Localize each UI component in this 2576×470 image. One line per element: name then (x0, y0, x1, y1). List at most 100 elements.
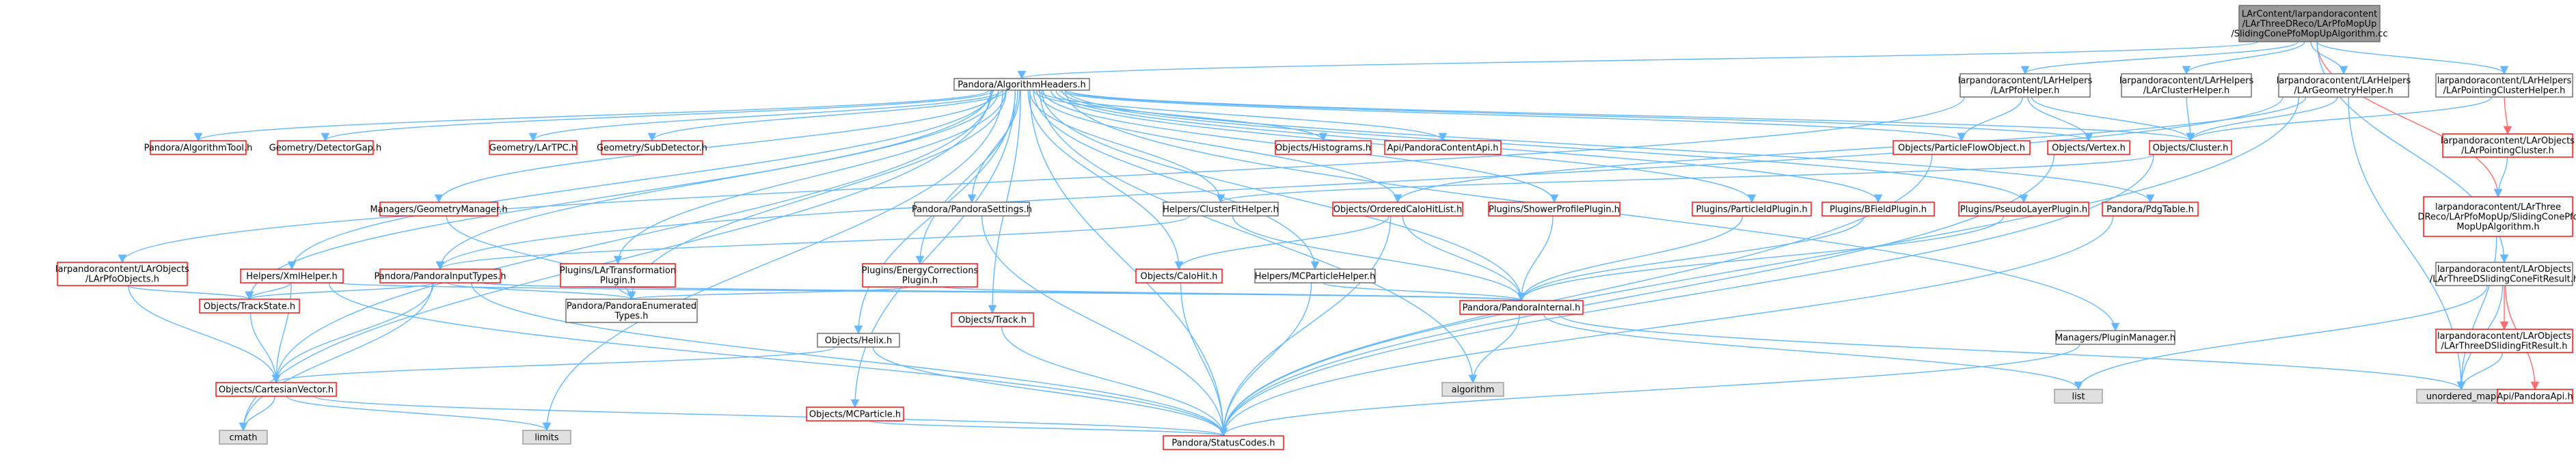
node-label-pandoraapi-0: Api/PandoraApi.h (2497, 391, 2573, 402)
node-label-limits-0: limits (534, 432, 559, 443)
edge-algheaders-to-subdet (647, 89, 1008, 142)
edge-cartvec-to-statuscodes (313, 396, 1228, 437)
node-pluginmgr[interactable]: Managers/PluginManager.h (2055, 330, 2175, 345)
node-box-list (2054, 389, 2103, 404)
edge-pfohelper-to-cluster (2031, 96, 2195, 142)
node-mcparticle[interactable]: Objects/MCParticle.h (806, 406, 904, 421)
edge-settings-to-statuscodes (981, 215, 1228, 437)
node-label-slidingconealg-0: larpandoracontent/LArThree (2435, 202, 2561, 212)
edge-orderedcalo-to-statuscodes (1219, 215, 1392, 437)
edge-pfoobjects-to-cartvec (128, 285, 281, 384)
edge-track-to-statuscodes (1001, 326, 1228, 437)
node-pointclushelper[interactable]: larpandoracontent/LArHelpers/LArPointing… (2435, 73, 2573, 98)
node-clusterhelper[interactable]: larpandoracontent/LArHelpers/LArClusterH… (2119, 73, 2254, 98)
node-box-algheaders (953, 78, 1090, 91)
edge-xmlhelper-to-cartvec (271, 282, 292, 384)
node-label-slidingfit-0: larpandoracontent/LArObjects (2437, 331, 2571, 342)
node-lartpc[interactable]: Geometry/LArTPC.h (489, 140, 578, 155)
edge-algheaders-to-statuscodes (1029, 89, 1228, 437)
node-box-subdet (601, 140, 703, 155)
node-calohit[interactable]: Objects/CaloHit.h (1135, 268, 1223, 284)
node-box-inputtypes (379, 268, 501, 284)
node-cluster[interactable]: Objects/Cluster.h (2149, 140, 2232, 155)
node-box-cluster (2149, 140, 2232, 155)
node-algtool[interactable]: Pandora/AlgorithmTool.h (144, 140, 253, 155)
node-pidplugin[interactable]: Plugins/ParticleIdPlugin.h (1692, 202, 1812, 217)
node-internal[interactable]: Pandora/PandoraInternal.h (1459, 300, 1584, 315)
node-track[interactable]: Objects/Track.h (951, 312, 1034, 327)
edge-cartvec-to-cmath (239, 396, 275, 432)
edge-pseudolayer-to-internal (1517, 215, 2005, 302)
node-box-orderedcalo (1332, 202, 1463, 217)
edge-orderedcalo-to-internal (1402, 215, 1526, 302)
node-statuscodes[interactable]: Pandora/StatusCodes.h (1163, 435, 1284, 450)
node-label-slidingfit-1: /LArThreeDSlidingFitResult.h (2441, 342, 2567, 352)
node-contentapi[interactable]: Api/PandoraContentApi.h (1384, 140, 1502, 155)
node-label-root-2: /SlidingConePfoMopUpAlgorithm.cc (2231, 29, 2387, 39)
node-label-transplugin-1: Plugin.h (600, 276, 636, 286)
node-label-energycorr-1: Plugin.h (902, 276, 938, 286)
node-slidingconefit[interactable]: larpandoracontent/LArObjects/LArThreeDSl… (2430, 262, 2576, 286)
edge-cartvec-to-limits (286, 396, 552, 432)
node-label-slidingconefit-1: /LArThreeDSlidingConeFitResult.h (2430, 275, 2576, 285)
node-pseudolayer[interactable]: Plugins/PseudoLayerPlugin.h (1958, 202, 2089, 217)
edge-inputtypes-to-statuscodes (471, 282, 1228, 437)
node-label-cluster-0: Objects/Cluster.h (2153, 143, 2229, 153)
node-list: list (2054, 389, 2103, 404)
node-cartvec[interactable]: Objects/CartesianVector.h (215, 382, 337, 397)
node-algheaders[interactable]: Pandora/AlgorithmHeaders.h (953, 78, 1090, 91)
node-label-pfohelper-1: /LArPfoHelper.h (1991, 86, 2060, 96)
node-detgap[interactable]: Geometry/DetectorGap.h (269, 140, 382, 155)
node-limits: limits (522, 430, 571, 445)
node-pfohelper[interactable]: larpandoracontent/LArHelpers/LArPfoHelpe… (1958, 73, 2093, 98)
node-label-clusfithelper-0: Helpers/ClusterFitHelper.h (1163, 204, 1279, 215)
node-orderedcalo[interactable]: Objects/OrderedCaloHitList.h (1332, 202, 1463, 217)
node-slidingfit[interactable]: larpandoracontent/LArObjects/LArThreeDSl… (2435, 329, 2573, 353)
node-bfield[interactable]: Plugins/BFieldPlugin.h (1821, 202, 1935, 217)
node-pandoraapi[interactable]: Api/PandoraApi.h (2497, 389, 2573, 404)
node-box-pseudolayer (1958, 202, 2089, 217)
edge-root-to-algheaders (1018, 41, 2259, 80)
node-geommgr[interactable]: Managers/GeometryManager.h (370, 202, 508, 217)
node-box-mcparticle (806, 406, 904, 421)
node-geomhelper[interactable]: larpandoracontent/LArHelpers/LArGeometry… (2277, 73, 2411, 98)
edge-algheaders-to-algtool (194, 89, 990, 142)
node-label-pointingcluster-0: larpandoracontent/LArObjects (2441, 136, 2575, 146)
node-xmlhelper[interactable]: Helpers/XmlHelper.h (240, 268, 344, 284)
node-pdgtable[interactable]: Pandora/PdgTable.h (2102, 202, 2199, 217)
node-subdet[interactable]: Geometry/SubDetector.h (597, 140, 707, 155)
node-settings[interactable]: Pandora/PandoraSettings.h (912, 202, 1032, 217)
node-pfoobjects[interactable]: larpandoracontent/LArObjects/LArPfoObjec… (55, 262, 189, 286)
edge-clusfithelper-to-inputtypes (436, 215, 1191, 271)
edge-geomhelper-to-cluster (2186, 96, 2338, 142)
edge-calohit-to-statuscodes (1180, 282, 1228, 437)
node-box-limits (522, 430, 571, 445)
node-label-pidplugin-0: Plugins/ParticleIdPlugin.h (1696, 204, 1807, 215)
node-label-pluginmgr-0: Managers/PluginManager.h (2055, 333, 2175, 343)
node-label-histos-0: Objects/Histograms.h (1275, 143, 1371, 153)
node-pfoobj[interactable]: Objects/ParticleFlowObject.h (1893, 140, 2031, 155)
node-mcphelper[interactable]: Helpers/MCParticleHelper.h (1254, 268, 1376, 284)
node-label-enumtypes-0: Pandora/PandoraEnumerated (567, 301, 696, 312)
node-pointingcluster[interactable]: larpandoracontent/LArObjects/LArPointing… (2441, 133, 2575, 158)
node-box-pluginmgr (2055, 330, 2175, 345)
node-clusfithelper[interactable]: Helpers/ClusterFitHelper.h (1163, 202, 1279, 217)
node-label-cmath-0: cmath (229, 432, 257, 443)
node-inputtypes[interactable]: Pandora/PandoraInputTypes.h (374, 268, 506, 284)
node-slidingconealg[interactable]: larpandoracontent/LArThreeDReco/LArPfoMo… (2417, 196, 2576, 237)
node-helix[interactable]: Objects/Helix.h (817, 333, 900, 348)
node-layer: LArContent/larpandoracontent/LArThreeDRe… (55, 5, 2576, 450)
node-label-geommgr-0: Managers/GeometryManager.h (370, 204, 507, 215)
edge-geomhelper-to-orderedcalo (1393, 96, 2307, 204)
node-root[interactable]: LArContent/larpandoracontent/LArThreeDRe… (2231, 5, 2388, 42)
node-vertex[interactable]: Objects/Vertex.h (2047, 140, 2130, 155)
node-showerprofile[interactable]: Plugins/ShowerProfilePlugin.h (1488, 202, 1621, 217)
node-label-showerprofile-0: Plugins/ShowerProfilePlugin.h (1489, 204, 1620, 215)
node-histos[interactable]: Objects/Histograms.h (1275, 140, 1372, 155)
node-label-inputtypes-0: Pandora/PandoraInputTypes.h (374, 271, 506, 281)
node-box-statuscodes (1163, 435, 1284, 450)
node-trackstate[interactable]: Objects/TrackState.h (199, 299, 300, 314)
